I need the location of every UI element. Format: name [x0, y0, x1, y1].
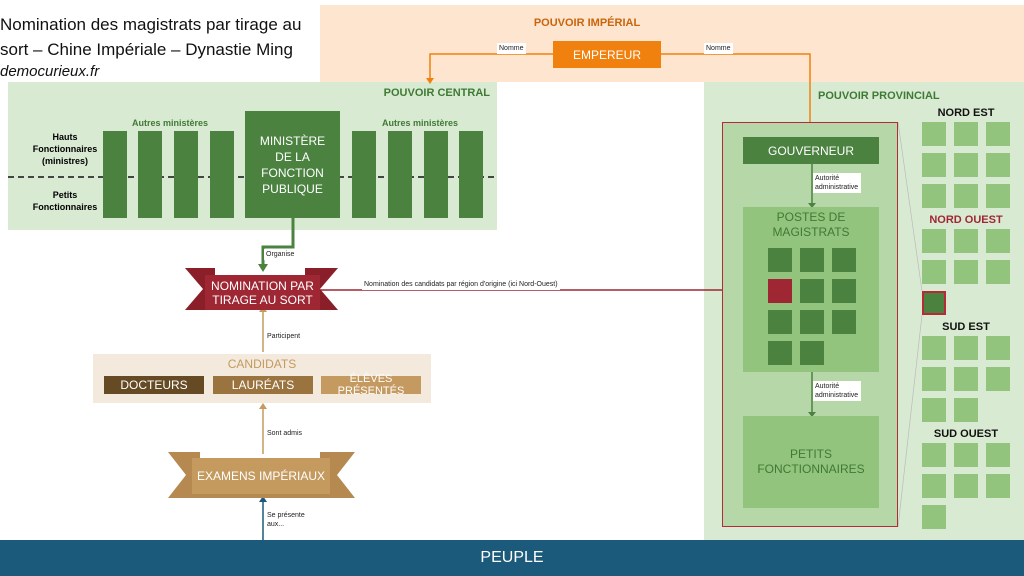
- region-post[interactable]: [986, 336, 1010, 360]
- ministry-bar[interactable]: [424, 131, 448, 218]
- ministry-bar[interactable]: [210, 131, 234, 218]
- peuple-bar: PEUPLE: [0, 540, 1024, 576]
- magistrate-post-selected[interactable]: [768, 279, 792, 303]
- postes-heading: POSTES DE MAGISTRATS: [772, 210, 850, 239]
- magistrate-post[interactable]: [800, 279, 824, 303]
- magistrate-post[interactable]: [832, 248, 856, 272]
- sont-admis-label: Sont admis: [265, 428, 305, 439]
- page-title: Nomination des magistrats par tirage au …: [0, 15, 302, 80]
- region-post[interactable]: [986, 474, 1010, 498]
- nomme-label-right: Nomme: [704, 43, 733, 54]
- ministry-bar[interactable]: [388, 131, 412, 218]
- region-post[interactable]: [986, 260, 1010, 284]
- region-nord-ouest-label: NORD OUEST: [929, 214, 1003, 226]
- region-post[interactable]: [922, 443, 946, 467]
- magistrate-post[interactable]: [832, 310, 856, 334]
- emperor-box[interactable]: EMPEREUR: [553, 41, 661, 68]
- region-post[interactable]: [922, 153, 946, 177]
- magistrate-post[interactable]: [800, 248, 824, 272]
- autorite-label-2: Autorité administrative: [813, 381, 861, 401]
- region-post[interactable]: [986, 153, 1010, 177]
- region-post[interactable]: [922, 336, 946, 360]
- ministry-fonction-publique[interactable]: MINISTÈRE DE LA FONCTION PUBLIQUE: [245, 111, 340, 218]
- region-sud-ouest-label: SUD OUEST: [933, 428, 999, 440]
- nomme-label-left: Nomme: [497, 43, 526, 54]
- region-nord-est-label: NORD EST: [937, 107, 995, 119]
- region-post[interactable]: [954, 367, 978, 391]
- hauts-fonctionnaires-label: Hauts Fonctionnaires (ministres): [32, 132, 98, 166]
- nomination-link-label: Nomination des candidats par région d'or…: [362, 279, 560, 290]
- region-post[interactable]: [922, 122, 946, 146]
- autres-ministeres-left: Autres ministères: [131, 118, 209, 128]
- participent-label: Participent: [265, 331, 303, 342]
- magistrate-post[interactable]: [800, 310, 824, 334]
- region-post[interactable]: [922, 260, 946, 284]
- peuple-label: PEUPLE: [480, 549, 544, 566]
- region-post[interactable]: [922, 184, 946, 208]
- provincial-heading: POUVOIR PROVINCIAL: [818, 90, 940, 102]
- ministry-bar[interactable]: [174, 131, 198, 218]
- region-post[interactable]: [922, 367, 946, 391]
- candidat-laureats[interactable]: LAURÉATS: [213, 376, 313, 394]
- central-heading: POUVOIR CENTRAL: [383, 87, 490, 99]
- region-post[interactable]: [954, 229, 978, 253]
- ministry-bar[interactable]: [103, 131, 127, 218]
- examens-ribbon[interactable]: EXAMENS IMPÉRIAUX: [192, 458, 330, 494]
- site-name: democurieux.fr: [0, 63, 100, 80]
- magistrate-post[interactable]: [768, 341, 792, 365]
- region-post[interactable]: [986, 184, 1010, 208]
- region-post[interactable]: [954, 184, 978, 208]
- governor-box[interactable]: GOUVERNEUR: [743, 137, 879, 164]
- region-post[interactable]: [954, 474, 978, 498]
- petits-fonctionnaires-label: Petits Fonctionnaires: [32, 190, 98, 212]
- region-post[interactable]: [922, 398, 946, 422]
- autorite-label-1: Autorité administrative: [813, 173, 861, 193]
- candidat-docteurs[interactable]: DOCTEURS: [104, 376, 204, 394]
- petits-fonctionnaires-box[interactable]: PETITS FONCTIONNAIRES: [743, 416, 879, 508]
- magistrate-post[interactable]: [768, 310, 792, 334]
- imperial-panel: [320, 5, 1024, 82]
- ministry-bar[interactable]: [138, 131, 162, 218]
- region-post[interactable]: [922, 474, 946, 498]
- ministry-bar[interactable]: [352, 131, 376, 218]
- region-post[interactable]: [954, 443, 978, 467]
- nomination-ribbon[interactable]: NOMINATION PAR TIRAGE AU SORT: [205, 275, 320, 310]
- magistrate-post[interactable]: [768, 248, 792, 272]
- region-post[interactable]: [986, 443, 1010, 467]
- region-post[interactable]: [954, 398, 978, 422]
- organise-label: Organise: [264, 249, 297, 260]
- imperial-heading: POUVOIR IMPÉRIAL: [533, 17, 641, 29]
- region-post[interactable]: [954, 260, 978, 284]
- region-post[interactable]: [954, 336, 978, 360]
- region-post[interactable]: [954, 122, 978, 146]
- region-post[interactable]: [922, 229, 946, 253]
- candidats-heading: CANDIDATS: [227, 357, 297, 371]
- magistrate-post[interactable]: [800, 341, 824, 365]
- autres-ministeres-right: Autres ministères: [381, 118, 459, 128]
- region-post[interactable]: [986, 367, 1010, 391]
- magistrate-post[interactable]: [832, 279, 856, 303]
- region-post[interactable]: [954, 153, 978, 177]
- region-post[interactable]: [922, 505, 946, 529]
- region-sud-est-label: SUD EST: [942, 321, 990, 333]
- region-post[interactable]: [986, 122, 1010, 146]
- ministry-bar[interactable]: [459, 131, 483, 218]
- se-presente-label: Se présente aux...: [265, 510, 313, 530]
- region-post-highlighted[interactable]: [922, 291, 946, 315]
- region-post[interactable]: [986, 229, 1010, 253]
